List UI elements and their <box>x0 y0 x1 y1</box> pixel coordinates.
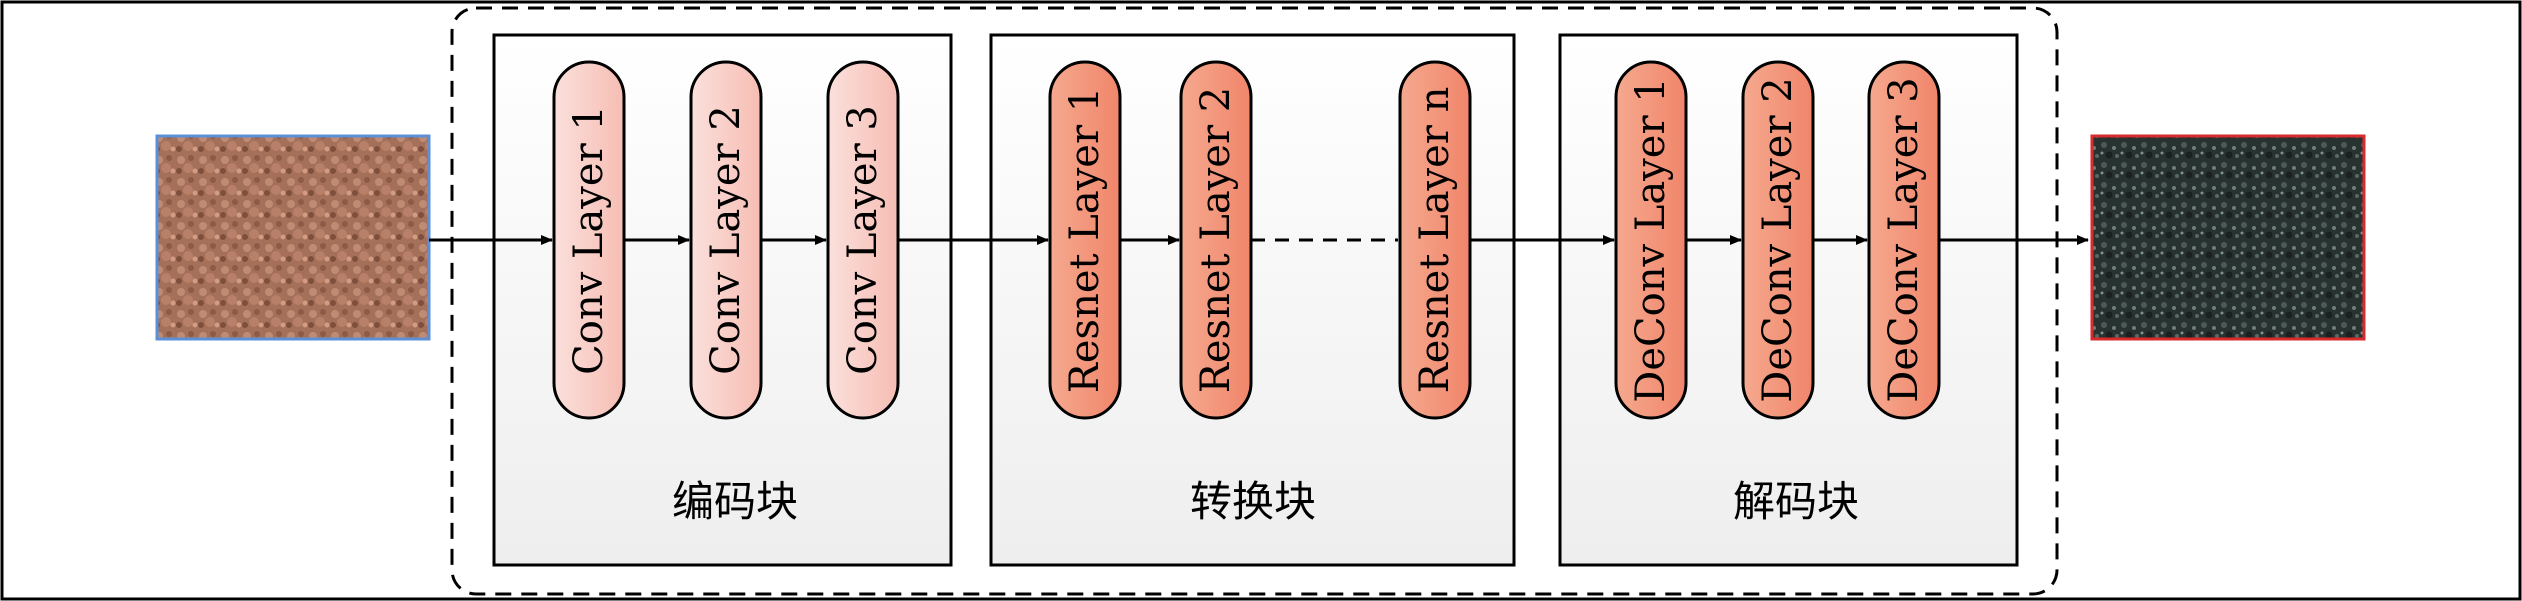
deconv-layer-1: DeConv Layer 1 <box>1614 60 1688 420</box>
generator-dashed-box <box>450 6 2059 596</box>
conv-layer-3: Conv Layer 3 <box>826 60 900 420</box>
deconv-layer-2-label: DeConv Layer 2 <box>1755 77 1801 402</box>
transformer-label: 转换块 <box>1190 477 1316 526</box>
conv-layer-3-label: Conv Layer 3 <box>840 105 886 375</box>
conv-layer-1: Conv Layer 1 <box>552 60 626 420</box>
deconv-layer-1-label: DeConv Layer 1 <box>1628 77 1674 402</box>
conv-layer-1-label: Conv Layer 1 <box>566 105 612 375</box>
resnet-layer-1-label: Resnet Layer 1 <box>1062 87 1108 394</box>
resnet-layer-1: Resnet Layer 1 <box>1048 60 1122 420</box>
decoder-label: 解码块 <box>1733 477 1859 526</box>
resnet-layer-n: Resnet Layer n <box>1398 60 1472 420</box>
encoder-label: 编码块 <box>672 477 798 526</box>
output-image <box>2090 134 2366 341</box>
resnet-layer-2-label: Resnet Layer 2 <box>1193 87 1239 394</box>
resnet-layer-n-label: Resnet Layer n <box>1412 87 1458 394</box>
deconv-layer-2: DeConv Layer 2 <box>1741 60 1815 420</box>
deconv-layer-3-label: DeConv Layer 3 <box>1881 77 1927 402</box>
conv-layer-2: Conv Layer 2 <box>689 60 763 420</box>
deconv-layer-3: DeConv Layer 3 <box>1867 60 1941 420</box>
conv-layer-2-label: Conv Layer 2 <box>703 105 749 375</box>
resnet-layer-2: Resnet Layer 2 <box>1179 60 1253 420</box>
input-image <box>155 134 431 341</box>
